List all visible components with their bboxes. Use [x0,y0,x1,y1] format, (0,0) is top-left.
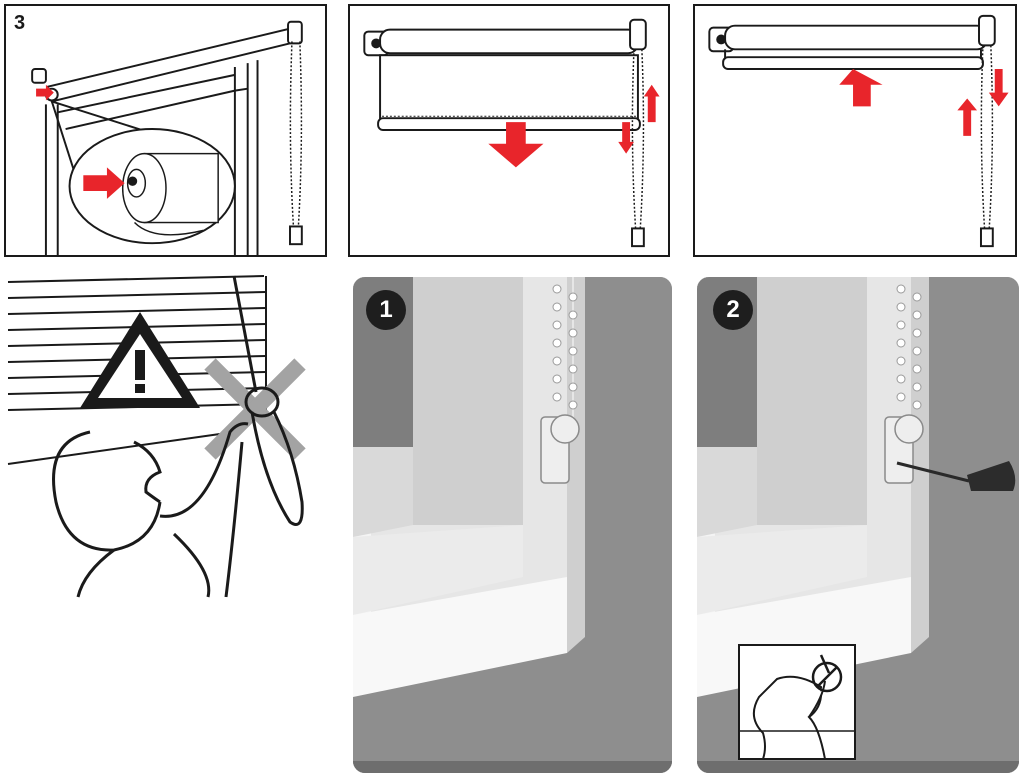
step-badge-2: 2 [713,290,753,330]
arrow-down-icon [488,122,544,168]
child-safety-illustration [7,275,306,598]
arrow-down-icon [988,68,1009,107]
step-badge-1: 1 [366,290,406,330]
warning-triangle-icon [80,312,200,408]
lower-blind-illustration [363,18,660,248]
panel-lower-blind [348,4,670,257]
step-number: 3 [14,12,26,34]
chain-guide-screw-illustration [697,277,1019,773]
raise-blind-illustration [708,14,1009,248]
panel-mount-roller: 3 [4,4,327,257]
panel-child-safety-warning [4,272,340,612]
mount-roller-illustration [31,20,303,255]
panel-chain-guide-position: 1 [353,277,672,773]
arrow-down-icon [618,122,634,154]
arrow-up-icon [957,98,978,136]
arrow-right-icon [83,167,125,199]
arrow-right-icon [36,84,54,101]
chain-guide-position-illustration [353,277,672,773]
panel-raise-blind [693,4,1017,257]
arrow-up-icon [839,68,883,107]
arrow-up-icon [643,84,660,123]
panel-chain-guide-screw: 2 [697,277,1019,773]
